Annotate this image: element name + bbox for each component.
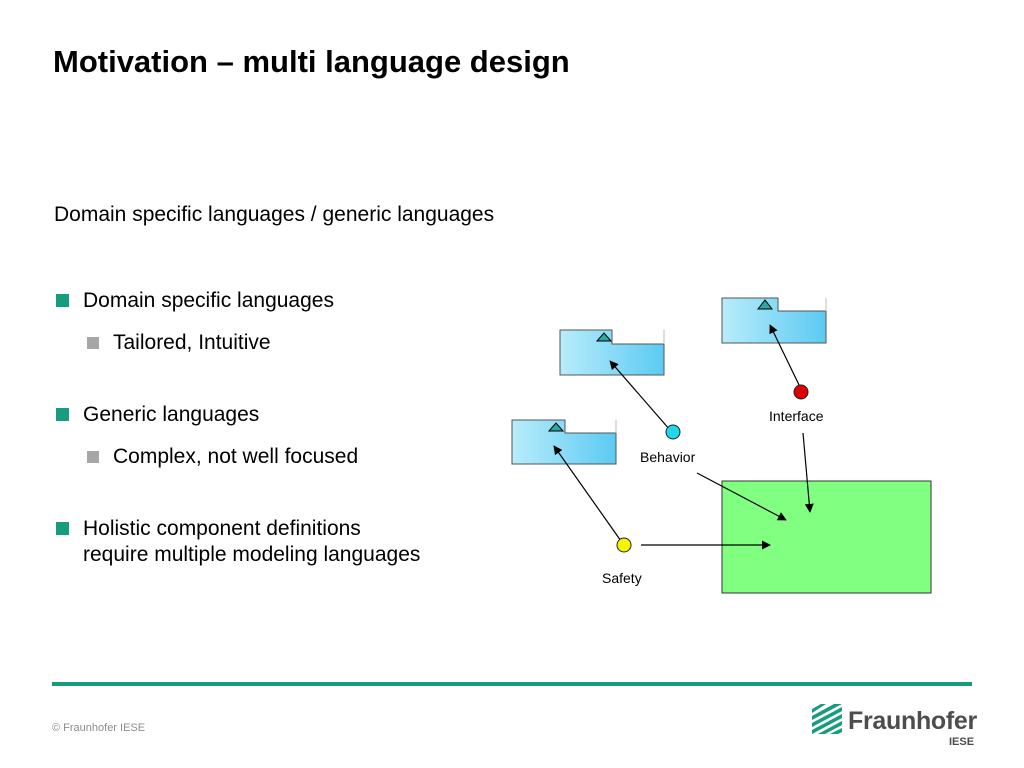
safety-component-box — [511, 419, 617, 465]
port-triangle-icon — [547, 422, 565, 432]
interface-arrow — [769, 324, 802, 390]
behavior-arrow — [609, 360, 671, 431]
slide-title: Motivation – multi language design — [53, 44, 570, 79]
bullet-list: Domain specific languages Tailored, Intu… — [56, 288, 516, 568]
safety-arrow — [553, 445, 622, 542]
interface-dot-icon — [793, 384, 809, 400]
square-bullet-icon — [56, 408, 69, 421]
sub-bullet-complex: Complex, not well focused — [56, 444, 516, 470]
port-triangle-icon — [595, 332, 613, 342]
sub-bullet-label: Complex, not well focused — [113, 445, 359, 468]
fraunhofer-stripes-icon — [812, 704, 842, 734]
square-bullet-icon — [87, 451, 99, 463]
behavior-component-box — [559, 329, 665, 376]
port-triangle-icon — [756, 299, 774, 310]
bullet-domain-specific: Domain specific languages — [56, 288, 516, 314]
copyright-text: © Fraunhofer IESE — [52, 722, 146, 734]
sub-bullet-tailored: Tailored, Intuitive — [56, 330, 516, 356]
behavior-to-target-arrow — [696, 472, 787, 521]
behavior-label: Behavior — [640, 449, 696, 465]
logo-sub: IESE — [949, 736, 975, 748]
footer-divider — [52, 682, 972, 686]
combined-component-box — [721, 480, 932, 594]
bullet-label: Domain specific languages — [83, 289, 334, 312]
logo-name: Fraunhofer — [848, 707, 977, 735]
safety-dot-icon — [616, 537, 632, 553]
square-bullet-icon — [87, 337, 99, 349]
fraunhofer-logo: Fraunhofer IESE — [812, 704, 977, 750]
slide-subtitle: Domain specific languages / generic lang… — [54, 203, 495, 226]
bullet-generic: Generic languages — [56, 402, 516, 428]
bullet-holistic: Holistic component definitions require m… — [56, 516, 516, 568]
interface-component-box — [721, 297, 827, 344]
square-bullet-icon — [56, 522, 69, 535]
bullet-label-line2: require multiple modeling languages — [83, 543, 421, 566]
behavior-dot-icon — [665, 424, 681, 440]
bullet-label-line1: Holistic component definitions — [83, 517, 361, 540]
square-bullet-icon — [56, 294, 69, 307]
interface-to-target-arrow — [802, 432, 814, 513]
sub-bullet-label: Tailored, Intuitive — [113, 331, 271, 354]
bullet-label: Generic languages — [83, 403, 260, 426]
interface-label: Interface — [769, 408, 824, 424]
safety-label: Safety — [602, 570, 642, 586]
